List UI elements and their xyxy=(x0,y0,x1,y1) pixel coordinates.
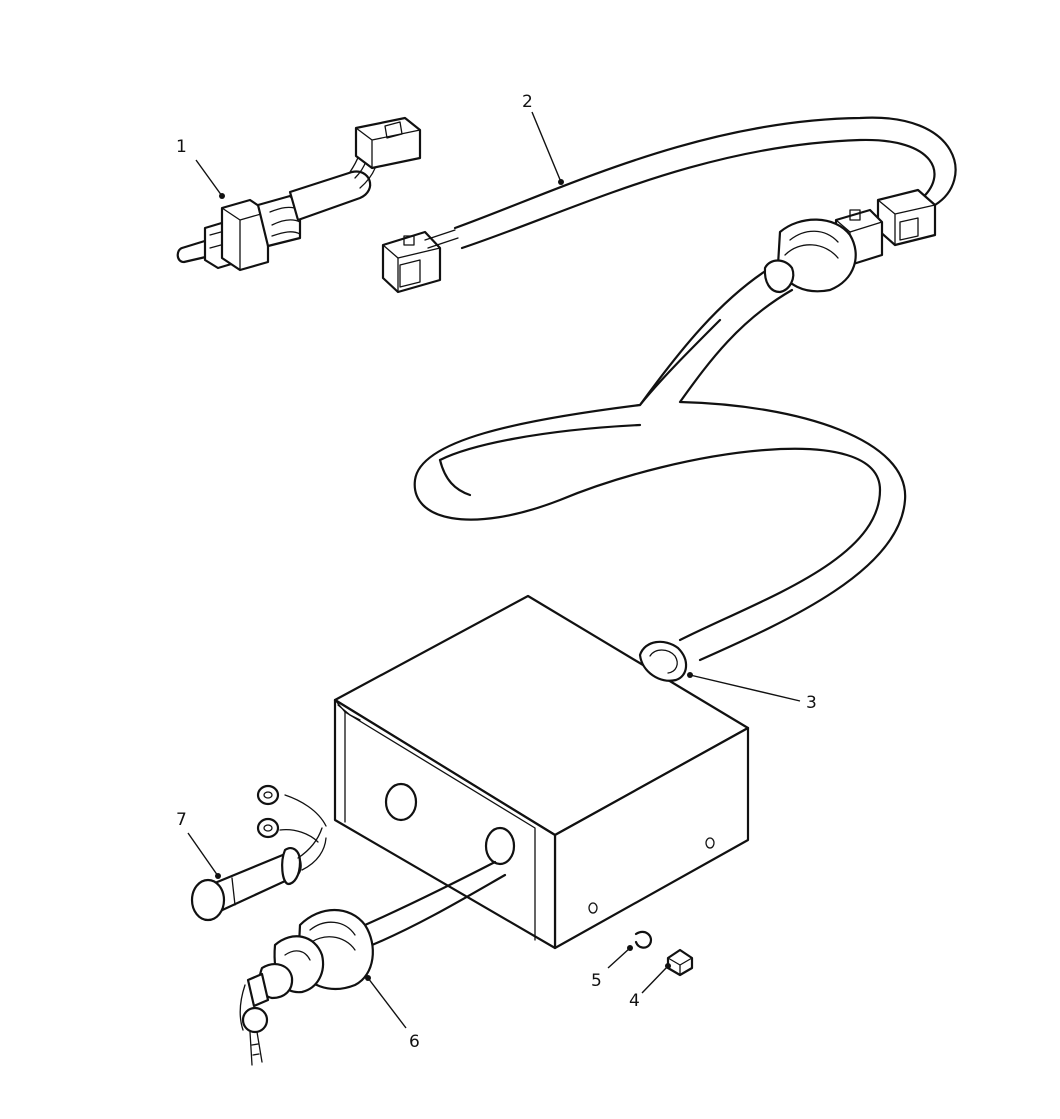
screw xyxy=(666,948,694,977)
grommet xyxy=(638,640,688,682)
key-switch xyxy=(239,860,507,1066)
control-box xyxy=(333,594,750,950)
callout-3: 3 xyxy=(806,693,817,713)
wiring-harness xyxy=(413,116,957,662)
callout-4: 4 xyxy=(629,991,640,1011)
harness-connector-left xyxy=(381,229,459,294)
callout-7: 7 xyxy=(176,810,187,830)
callout-1: 1 xyxy=(176,137,187,157)
lock-washer xyxy=(634,930,653,949)
harness-connector-right xyxy=(763,188,937,294)
callout-2: 2 xyxy=(522,92,533,112)
callout-leaders xyxy=(187,111,801,1029)
callout-labels: 1 2 3 4 5 6 7 xyxy=(176,92,817,1052)
callout-6: 6 xyxy=(409,1032,420,1052)
callout-5: 5 xyxy=(591,971,602,991)
toggle-switch xyxy=(176,116,422,272)
indicator-lamp xyxy=(190,784,327,922)
